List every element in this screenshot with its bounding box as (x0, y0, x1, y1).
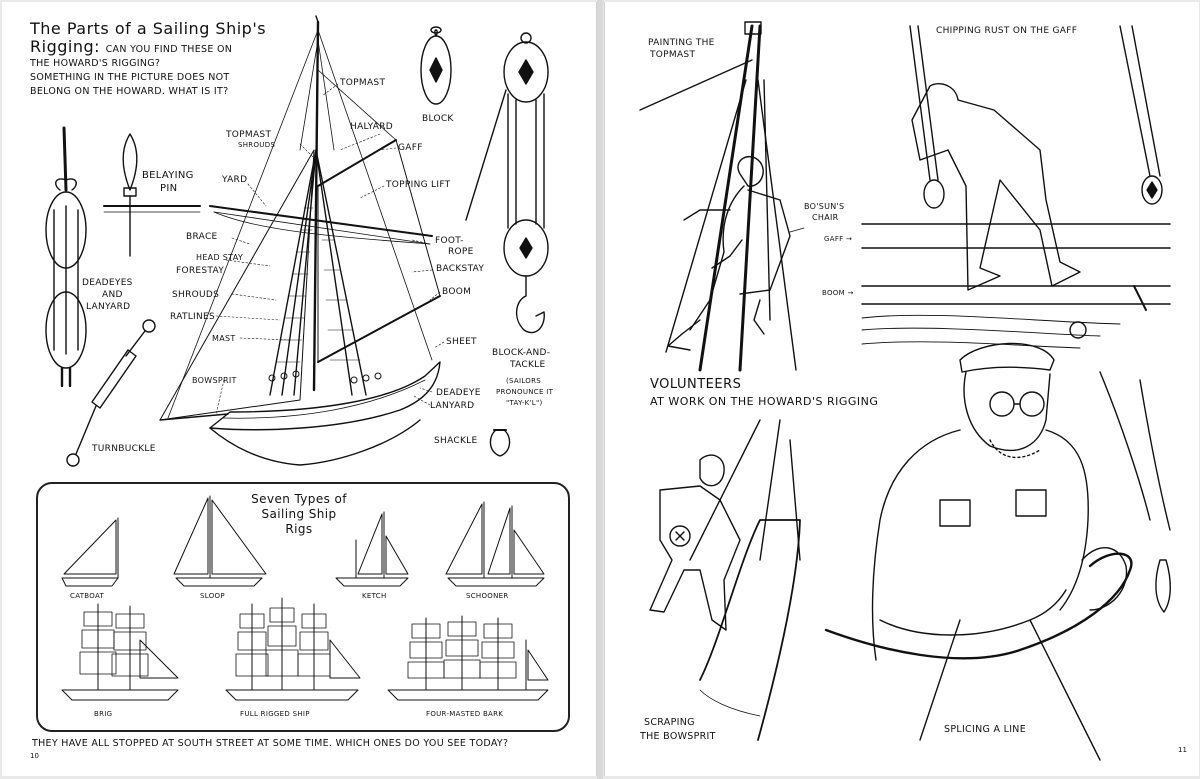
scraping-bowsprit-illustration (649, 419, 801, 741)
title-rigging-word: Rigging: (30, 37, 101, 56)
label-foot-rope-1: Foot- (435, 236, 464, 246)
title-line-1: The Parts of a Sailing Ship's (30, 19, 267, 38)
label-foot-rope-2: Rope (448, 247, 474, 257)
book-gutter (597, 0, 603, 779)
label-bosun-1: Bo'sun's (804, 202, 845, 211)
belaying-pin-illustration (103, 133, 201, 257)
label-sheet: Sheet (446, 337, 477, 347)
rig-label-ketch: Ketch (362, 592, 387, 600)
label-block-tackle-1: Block-and- (492, 348, 551, 358)
label-topmast-shrouds-1: Topmast (226, 130, 272, 140)
label-turnbuckle: Turnbuckle (92, 444, 156, 454)
shackle-illustration (489, 429, 511, 457)
right-page (604, 2, 1199, 776)
bottom-question: They have all stopped at South Street at… (32, 738, 509, 749)
label-chipping-rust: Chipping rust on the gaff (936, 26, 1078, 36)
label-shrouds: Shrouds (172, 290, 220, 300)
label-boom-arrow: Boom → (822, 289, 854, 297)
rig-types-illustrations (61, 495, 549, 701)
rig-label-schooner: Schooner (466, 592, 509, 600)
painting-topmast-illustration (639, 21, 805, 372)
block-illustration (420, 26, 452, 105)
label-ratlines: Ratlines (170, 312, 216, 322)
label-yard: Yard (222, 175, 248, 185)
volunteers-line-1: Volunteers (650, 377, 742, 392)
page-number-left: 10 (30, 752, 39, 760)
label-topmast: Topmast (340, 78, 386, 88)
label-block-tackle-2: Tackle (510, 360, 546, 370)
label-scraping-2: the Bowsprit (640, 731, 716, 742)
rig-types-title: Seven Types of Sailing Ship Rigs (234, 492, 364, 537)
label-painting-2: Topmast (650, 50, 696, 60)
label-scraping-1: Scraping (644, 717, 695, 728)
label-belaying-pin-1: Belaying (142, 170, 194, 181)
label-pronounce-3: "Tay-k'l") (506, 399, 543, 407)
label-backstay: Backstay (436, 264, 485, 274)
sailing-ship-illustration (159, 15, 445, 466)
label-deadeye: Deadeye (436, 388, 481, 398)
deadeyes-illustration (45, 126, 87, 388)
title-line-2: Rigging: Can you find these on (30, 38, 300, 57)
rig-label-four-masted-bark: Four-Masted Bark (426, 710, 504, 718)
rig-label-catboat: Catboat (70, 592, 105, 600)
label-gaff-arrow: Gaff → (824, 235, 853, 243)
chipping-rust-illustration (861, 25, 1171, 349)
volunteers-heading: Volunteers at work on the Howard's Riggi… (650, 376, 878, 410)
rigging-title: The Parts of a Sailing Ship's Rigging: C… (30, 20, 300, 99)
title-question-2: the Howard's rigging? (30, 58, 161, 69)
block-and-tackle-illustration (465, 32, 549, 334)
label-lanyard: Lanyard (430, 401, 475, 411)
page-number-right: 11 (1178, 746, 1187, 754)
rig-label-sloop: Sloop (200, 592, 225, 600)
label-belaying-pin-2: Pin (160, 183, 178, 194)
label-head-stay: Head Stay (196, 253, 244, 262)
rig-types-panel (36, 482, 570, 732)
rig-label-brig: Brig (94, 710, 113, 718)
title-question-4: belong on the Howard. What is it? (30, 86, 229, 97)
label-halyard: Halyard (350, 122, 393, 132)
title-question-3: Something in the picture does not (30, 72, 230, 83)
label-deadeyes-1: Deadeyes (82, 278, 133, 288)
splicing-line-illustration (824, 342, 1171, 761)
label-mast: Mast (212, 334, 236, 343)
label-brace: Brace (186, 232, 218, 242)
title-question-1: Can you find these on (105, 44, 233, 55)
label-pronounce-1: (Sailors (506, 377, 542, 385)
volunteers-line-2: at work on the Howard's Rigging (650, 395, 879, 408)
turnbuckle-illustration (66, 319, 156, 467)
label-topping-lift: Topping Lift (386, 180, 451, 190)
label-deadeyes-3: Lanyard (86, 302, 131, 312)
label-gaff: Gaff (398, 143, 423, 153)
label-painting-1: Painting the (648, 38, 715, 48)
label-block: Block (422, 114, 454, 124)
label-bosun-2: Chair (812, 213, 839, 222)
label-forestay: Forestay (176, 266, 225, 276)
label-topmast-shrouds-2: Shrouds (238, 141, 276, 149)
rig-label-full-rigged-ship: Full Rigged Ship (240, 710, 310, 718)
label-bowsprit: Bowsprit (192, 376, 237, 385)
label-pronounce-2: pronounce it (496, 388, 554, 396)
label-shackle: Shackle (434, 436, 478, 446)
rig-title-line-1: Seven Types of (251, 492, 347, 506)
rig-title-line-3: Rigs (285, 522, 313, 536)
rig-title-line-2: Sailing Ship (261, 507, 337, 521)
label-splicing: Splicing a Line (944, 724, 1026, 735)
label-deadeyes-2: and (102, 290, 123, 300)
label-boom: Boom (442, 287, 472, 297)
